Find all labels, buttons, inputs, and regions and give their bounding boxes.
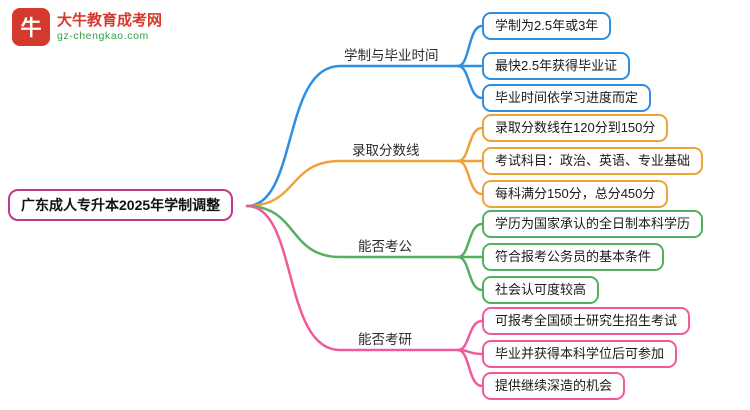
- logo-website: gz-chengkao.com: [57, 30, 149, 42]
- branch-0-trunk-line: [245, 64, 460, 208]
- leaf-node: 录取分数线在120分到150分: [482, 114, 669, 142]
- branch-2-trunk-line: [245, 204, 460, 259]
- branch-0-child-0-connector: [456, 24, 484, 68]
- branch-1-trunk-line: [245, 159, 460, 208]
- branch-2-child-2-connector: [456, 255, 484, 292]
- bull-logo-icon: 牛: [12, 8, 50, 46]
- branch-3-child-0-connector: [456, 319, 484, 352]
- branch-label-3: 能否考研: [358, 332, 412, 347]
- leaf-node: 毕业并获得本科学位后可参加: [482, 340, 678, 368]
- branch-2-child-0-connector: [456, 222, 484, 259]
- branch-label-1: 录取分数线: [352, 143, 420, 158]
- branch-3-child-2-connector: [456, 348, 484, 388]
- branch-3-trunk-line: [245, 204, 460, 352]
- leaf-node: 提供继续深造的机会: [482, 372, 626, 400]
- branch-1-child-2-connector: [456, 159, 484, 196]
- branch-0-child-2-connector: [456, 64, 484, 100]
- leaf-node: 最快2.5年获得毕业证: [482, 52, 631, 80]
- logo-brand-name: 大牛教育成考网: [57, 12, 163, 29]
- leaf-node: 学历为国家承认的全日制本科学历: [482, 210, 704, 238]
- leaf-node: 毕业时间依学习进度而定: [482, 84, 652, 112]
- leaf-node: 符合报考公务员的基本条件: [482, 243, 665, 271]
- branch-label-2: 能否考公: [358, 239, 412, 254]
- branch-1-child-0-connector: [456, 126, 484, 163]
- leaf-node: 每科满分150分，总分450分: [482, 180, 669, 208]
- root-node: 广东成人专升本2025年学制调整: [8, 189, 234, 221]
- leaf-node: 考试科目：政治、英语、专业基础: [482, 147, 704, 175]
- branch-label-0: 学制与毕业时间: [344, 48, 439, 63]
- site-logo: 牛 大牛教育成考网 gz-chengkao.com: [12, 8, 162, 46]
- leaf-node: 可报考全国硕士研究生招生考试: [482, 307, 691, 335]
- leaf-node: 学制为2.5年或3年: [482, 12, 612, 40]
- logo-text-block: 大牛教育成考网 gz-chengkao.com: [57, 11, 162, 43]
- leaf-node: 社会认可度较高: [482, 276, 600, 304]
